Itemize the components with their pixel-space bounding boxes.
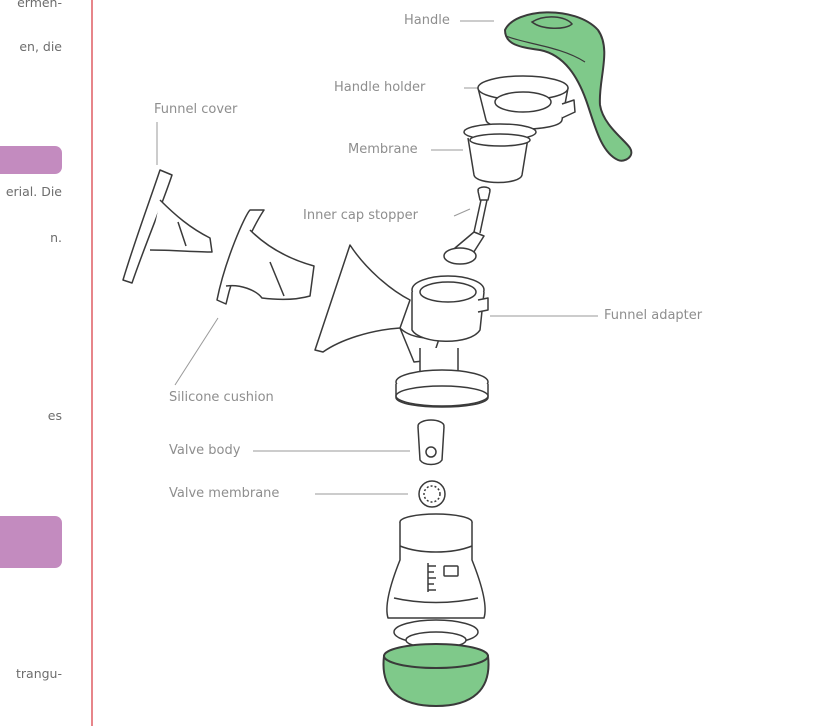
inner-cap-stopper-part xyxy=(443,186,491,265)
text-fragment: es xyxy=(47,408,62,423)
valve-body-part xyxy=(417,419,445,466)
label-funnel-cover: Funnel cover xyxy=(154,102,238,117)
label-valve-membrane: Valve membrane xyxy=(169,486,280,501)
membrane-part xyxy=(463,123,537,184)
left-text-column: ermen- en, die erial. Die n. es trangu- xyxy=(0,0,92,726)
funnel-adapter-part xyxy=(314,244,489,408)
valve-membrane-part xyxy=(418,480,446,508)
label-handle: Handle xyxy=(404,13,450,28)
bottle-part xyxy=(386,513,486,649)
text-fragment: erial. Die xyxy=(5,184,62,199)
text-fragment: ermen- xyxy=(17,0,62,10)
column-divider xyxy=(91,0,93,726)
text-fragment: n. xyxy=(50,230,62,245)
section-header-bar xyxy=(0,516,62,568)
text-fragment: en, die xyxy=(19,39,62,54)
bottle-base-part xyxy=(382,643,490,708)
label-handle-holder: Handle holder xyxy=(334,80,426,95)
label-inner-cap-stopper: Inner cap stopper xyxy=(303,208,418,223)
label-silicone-cushion: Silicone cushion xyxy=(169,390,274,405)
label-funnel-adapter: Funnel adapter xyxy=(604,308,703,323)
leader-lines xyxy=(156,20,598,495)
section-header-bar xyxy=(0,146,62,174)
funnel-cover-part xyxy=(122,169,213,284)
silicone-cushion-part xyxy=(216,209,315,305)
label-membrane: Membrane xyxy=(348,142,418,157)
handle-holder-part xyxy=(477,75,576,130)
label-valve-body: Valve body xyxy=(169,443,241,458)
text-fragment: trangu- xyxy=(16,666,62,681)
handle-part xyxy=(503,11,633,162)
